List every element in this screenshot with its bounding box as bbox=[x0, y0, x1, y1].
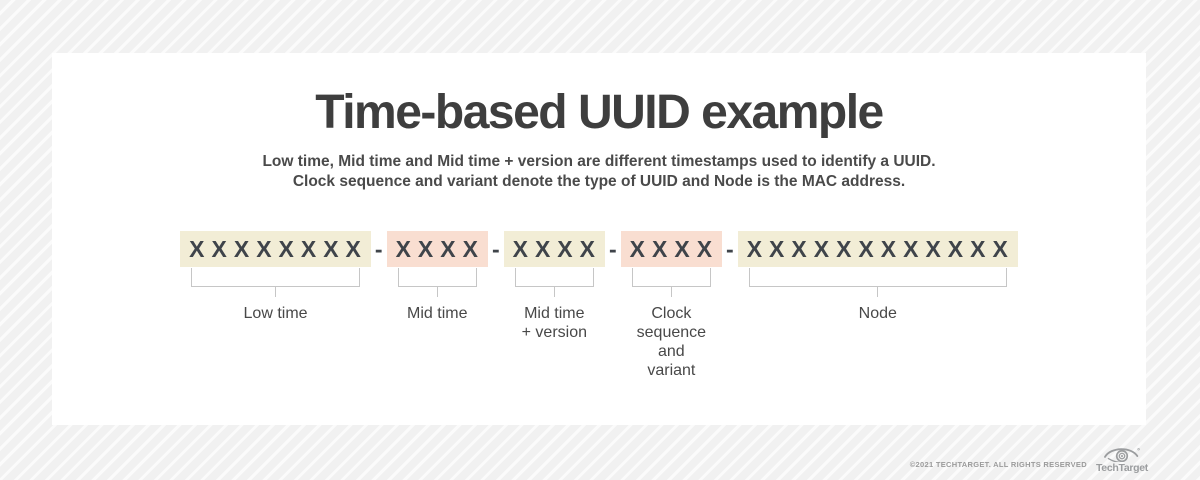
page-title: Time-based UUID example bbox=[315, 86, 884, 139]
uuid-separator: - bbox=[491, 235, 500, 262]
subtitle: Low time, Mid time and Mid time + versio… bbox=[52, 152, 1146, 192]
uuid-separator: - bbox=[374, 235, 383, 262]
uuid-separator: - bbox=[726, 235, 734, 262]
segment-label-line: Node bbox=[858, 305, 897, 322]
segment-label: Clock sequence and variant bbox=[621, 304, 722, 380]
segment-label: Mid time bbox=[387, 304, 488, 323]
uuid-segment-chars: XXXXXXXX bbox=[189, 235, 368, 262]
uuid-segment-box: XXXX bbox=[503, 231, 605, 267]
uuid-segment-box: XXXXXXXXXXXX bbox=[737, 231, 1018, 267]
uuid-diagram: XXXXXXXX Low time - XXXX Mid time - XXXX… bbox=[52, 231, 1146, 380]
techtarget-logo: TechTarget bbox=[1096, 445, 1148, 474]
eye-target-icon bbox=[1104, 447, 1140, 462]
segment-tick bbox=[275, 287, 277, 297]
infographic-card: Time-based UUID example Low time, Mid ti… bbox=[52, 53, 1146, 425]
segment-label-line: sequence bbox=[636, 324, 707, 341]
uuid-separator: - bbox=[609, 235, 617, 262]
techtarget-logo-text: TechTarget bbox=[1095, 461, 1148, 474]
segment-bracket bbox=[191, 268, 360, 287]
segment-tick bbox=[436, 287, 438, 297]
uuid-segment-box: XXXXXXXX bbox=[180, 231, 371, 267]
uuid-segment-chars: XXXXXXXXXXXX bbox=[746, 235, 1015, 262]
uuid-segment: XXXXXXXX Low time bbox=[180, 231, 371, 323]
segment-label: Low time bbox=[180, 304, 371, 323]
subtitle-line-1: Low time, Mid time and Mid time + versio… bbox=[262, 152, 936, 170]
segment-tick bbox=[553, 287, 555, 297]
segment-label-line: and bbox=[658, 343, 685, 360]
segment-label-line: + version bbox=[521, 324, 587, 341]
segment-label-line: Mid time bbox=[524, 305, 585, 322]
uuid-segment-chars: XXXX bbox=[629, 235, 720, 262]
segment-bracket bbox=[631, 268, 712, 287]
uuid-segment-chars: XXXX bbox=[395, 235, 485, 262]
segment-bracket bbox=[514, 268, 594, 287]
segment-bracket bbox=[748, 268, 1007, 287]
segment-label-line: Clock bbox=[651, 305, 692, 322]
segment-tick bbox=[670, 287, 672, 297]
subtitle-line-2: Clock sequence and variant denote the ty… bbox=[292, 172, 906, 190]
uuid-segment-box: XXXX bbox=[386, 231, 488, 267]
segment-bracket bbox=[397, 268, 477, 287]
uuid-segment: XXXX Clock sequence and variant bbox=[620, 231, 723, 380]
uuid-segment: XXXX Mid time bbox=[386, 231, 488, 323]
segment-label-line: Mid time bbox=[407, 305, 468, 322]
segment-label: Node bbox=[738, 304, 1018, 323]
uuid-segment-box: XXXX bbox=[620, 231, 723, 267]
segment-label-line: Low time bbox=[243, 305, 308, 322]
copyright-text: ©2021 TECHTARGET. ALL RIGHTS RESERVED bbox=[909, 460, 1087, 469]
segment-tick bbox=[877, 287, 879, 297]
uuid-segment: XXXXXXXXXXXX Node bbox=[737, 231, 1018, 323]
uuid-segment: XXXX Mid time + version bbox=[503, 231, 605, 342]
segment-label: Mid time + version bbox=[504, 304, 605, 342]
footer: ©2021 TECHTARGET. ALL RIGHTS RESERVED Te… bbox=[910, 445, 1148, 474]
uuid-segment-chars: XXXX bbox=[512, 235, 602, 262]
segment-label-line: variant bbox=[647, 362, 696, 379]
